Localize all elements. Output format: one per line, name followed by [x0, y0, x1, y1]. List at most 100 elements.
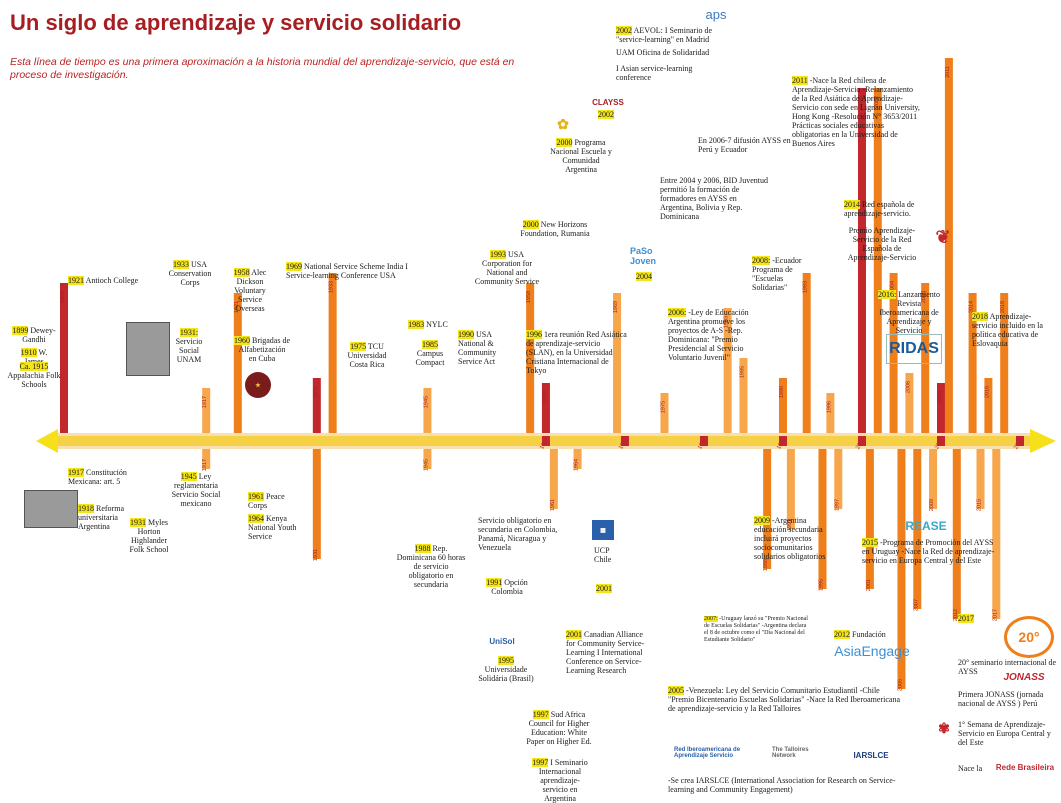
event-1933: 1933 USA Conservation Corps: [168, 260, 212, 287]
event-1983: 1983 NYLC: [408, 320, 448, 329]
event-bar: [865, 449, 874, 589]
event-2009: 2009 -Argentina educación secundaria inc…: [754, 516, 826, 561]
event-bar-year: 1960: [542, 391, 548, 403]
event-2018: 2018 Aprendizaje-servicio incluido en la…: [972, 312, 1043, 348]
event-bar-year: 1990: [779, 386, 785, 398]
event-bar-year: 2000: [858, 96, 864, 108]
event-bar-year: 1945: [423, 396, 429, 408]
event-bar-year: 1917: [202, 459, 208, 471]
event-bar: [929, 449, 938, 509]
cuba-brigadas-logo: ★: [245, 372, 271, 398]
event-bar-year: 1993: [803, 281, 809, 293]
event-2000-new-horizons: 2000 New Horizons Foundation, Rumania: [520, 220, 590, 238]
event-1917: 1917 Constitución Mexicana: art. 5: [68, 468, 127, 486]
unisol-logo: UniSol: [489, 636, 515, 646]
event-bar-year: 1961: [550, 499, 556, 511]
event-bar: [613, 293, 622, 433]
event-bar-year: 2014: [969, 301, 975, 313]
event-1995: 1995 Universidade Solidária (Brasil): [478, 656, 534, 683]
ridas-logo: RIDAS: [886, 334, 942, 364]
ucp-logo: ▦: [592, 520, 614, 540]
event-bar: [328, 273, 337, 433]
event-bar: [968, 293, 977, 433]
event-bar: [984, 378, 993, 433]
event-1964: 1964 Kenya National Youth Service: [248, 514, 297, 541]
event-bar-year: 2010: [937, 391, 943, 403]
event-bar: [723, 308, 732, 433]
event-bar: [202, 449, 211, 469]
event-bar-year: 2007: [913, 599, 919, 611]
event-2017: 2017: [958, 614, 974, 623]
talloires-logo: The Talloires Network: [772, 747, 809, 759]
decade-tick: [541, 436, 550, 446]
seminario-20-logo: 20°: [1004, 616, 1054, 658]
event-1960: 1960 Brigadas de Alfabetización en Cuba: [234, 336, 290, 363]
event-1996: 1996 1era reunión Red Asiática de aprend…: [526, 330, 627, 375]
event-bar-year: 1921: [234, 301, 240, 313]
event-bar-year: 1931: [313, 386, 319, 398]
event-bar-year: 1996: [826, 401, 832, 413]
event-bar: [312, 449, 321, 559]
event-1991-obligatorio: Servicio obligatorio en secundaria en Co…: [478, 516, 558, 552]
paso-joven-logo: PaSo Joven: [630, 246, 657, 266]
event-bar-year: 2004: [890, 281, 896, 293]
event-1988: 1988 Rep. Dominicana 60 horas de servici…: [396, 544, 466, 589]
event-bar: [541, 383, 550, 433]
event-bar-year: 1945: [423, 459, 429, 471]
event-bar: [573, 449, 582, 469]
event-1958: 1958 Alec Dickson Voluntary Service Over…: [233, 268, 267, 313]
decade-tick: [1016, 436, 1024, 446]
event-2008: 2008: -Ecuador Programa de "Escuelas Sol…: [752, 256, 802, 292]
event-2006-difusion: En 2006-7 difusión AYSS en Perú y Ecuado…: [698, 136, 791, 154]
event-bar: [739, 358, 748, 433]
event-1975: 1975 TCU Universidad Costa Rica: [347, 342, 387, 369]
event-1990: 1990 USA National & Community Service Ac…: [458, 330, 497, 366]
event-2002-uam: UAM Oficina de Solidaridad: [616, 48, 710, 57]
event-2004-bid: Entre 2004 y 2006, BID Juventud permitió…: [660, 176, 768, 221]
event-bar: [873, 88, 882, 433]
event-bar-year: 1983: [724, 316, 730, 328]
decade-tick: [699, 436, 708, 446]
event-1945: 1945 Ley reglamentaria Servicio Social m…: [171, 472, 221, 508]
event-2007: 2007: -Uruguay lanzó su "Premio Nacional…: [704, 616, 808, 643]
event-bar: [913, 449, 922, 609]
event-1931-highlander: 1931 Myles Horton Highlander Folk School: [129, 518, 169, 554]
event-bar-year: 2001: [866, 579, 872, 591]
event-bar: [936, 383, 945, 433]
red-iberoamericana-logo: Red Iberoamericana de Aprendizaje Servic…: [674, 747, 741, 759]
event-bar: [834, 449, 843, 509]
event-2015: 2015 -Programa de Promoción del AYSS en …: [862, 538, 995, 565]
event-1993: 1993 USA Corporation for National and Co…: [474, 250, 540, 286]
programa-escuela-logo: ✿: [557, 115, 569, 132]
decade-tick: [620, 436, 629, 446]
event-bar: [786, 449, 795, 529]
event-bar: [423, 388, 432, 433]
rede-brasileira-logo: Rede Brasileira: [995, 762, 1055, 772]
event-bar-year: 1964: [574, 459, 580, 471]
event-ucp-chile: UCP Chile: [594, 546, 612, 564]
event-1991: 1991 Opción Colombia: [486, 578, 528, 596]
event-2002-aevol: 2002 AEVOL: I Seminario de "service-lear…: [616, 26, 712, 44]
event-bar-year: 1899: [60, 291, 66, 303]
event-bar: [202, 388, 211, 433]
rease-logo: REASE: [905, 519, 947, 533]
event-bar-year: 2012: [953, 609, 959, 621]
event-bar-year: 1958: [526, 291, 532, 303]
event-2017-semana: 1° Semana de Aprendizaje-Servicio en Eur…: [958, 720, 1051, 747]
page-subtitle: Esta línea de tiempo es una primera apro…: [10, 56, 515, 81]
event-bar-year: 1917: [202, 396, 208, 408]
event-bar: [944, 58, 953, 433]
event-bar: [818, 449, 827, 589]
decade-tick: [778, 436, 787, 446]
event-1915: Ca. 1915 Appalachia Folk Schools: [7, 362, 61, 389]
decade-tick: [936, 436, 945, 446]
event-bar: [826, 393, 835, 433]
clayss-logo: CLAYSS: [592, 97, 624, 107]
event-2002-clayss: 2002: [598, 110, 614, 119]
decade-tick: [857, 436, 866, 446]
event-bar-year: 2005: [897, 679, 903, 691]
event-bar-year: 1931: [313, 549, 319, 561]
event-2005: 2005 -Venezuela: Ley del Servicio Comuni…: [668, 686, 900, 713]
event-bar: [233, 293, 242, 433]
event-bar: [660, 393, 669, 433]
